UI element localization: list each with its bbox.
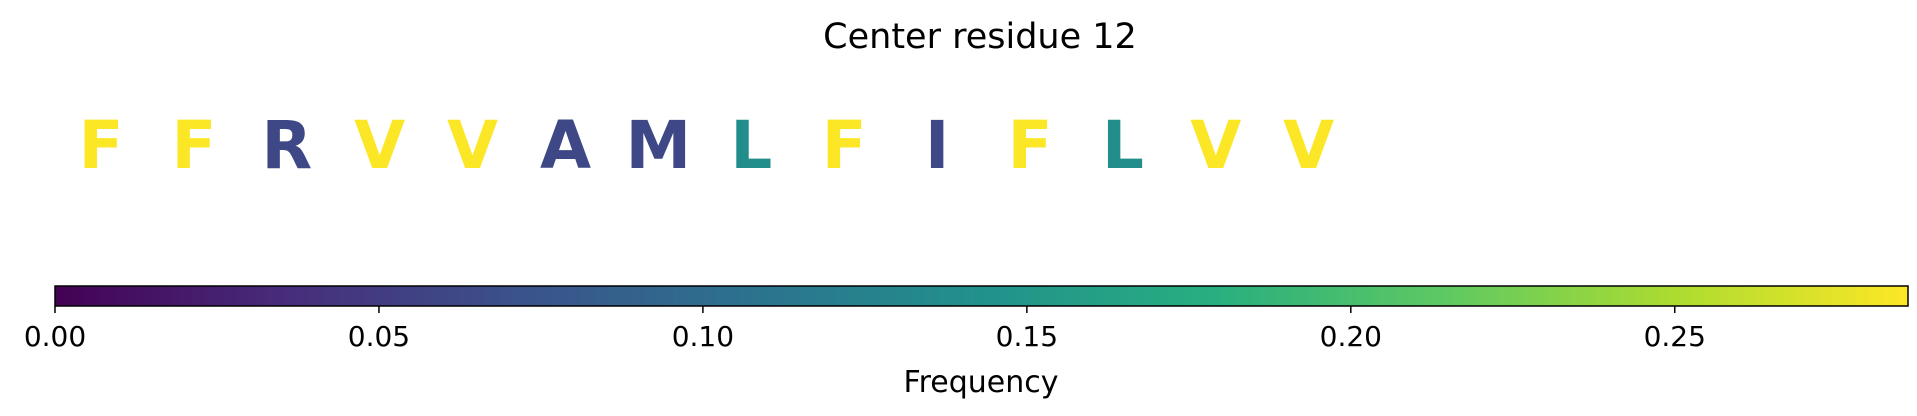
residue-letter: I bbox=[925, 107, 950, 184]
colorbar-tick-label: 0.05 bbox=[348, 320, 410, 353]
residue-letter: V bbox=[1283, 107, 1334, 184]
residue-letter: L bbox=[1102, 107, 1144, 184]
colorbar-label: Frequency bbox=[904, 365, 1059, 400]
colorbar-tick-label: 0.20 bbox=[1320, 320, 1382, 353]
residue-letter: M bbox=[626, 107, 692, 184]
chart-title: Center residue 12 bbox=[823, 17, 1137, 57]
colorbar-gradient bbox=[54, 285, 1909, 307]
residue-letter: A bbox=[540, 107, 591, 184]
residue-letter: V bbox=[354, 107, 405, 184]
colorbar-tick-label: 0.10 bbox=[672, 320, 734, 353]
colorbar-ticks: 0.00 0.05 0.10 0.15 0.20 0.25 bbox=[24, 306, 1706, 353]
colorbar: 0.00 0.05 0.10 0.15 0.20 0.25 bbox=[24, 285, 1909, 353]
colorbar-tick-label: 0.00 bbox=[24, 320, 86, 353]
residue-letter: F bbox=[1007, 107, 1052, 184]
colorbar-tick-label: 0.25 bbox=[1644, 320, 1706, 353]
residue-letter: L bbox=[730, 107, 772, 184]
residue-letter: F bbox=[822, 107, 867, 184]
residue-letter: R bbox=[261, 107, 312, 184]
residue-letter: F bbox=[78, 107, 123, 184]
residue-letter: V bbox=[1190, 107, 1241, 184]
colorbar-tick-label: 0.15 bbox=[996, 320, 1058, 353]
residue-letter: V bbox=[447, 107, 498, 184]
residue-letter: F bbox=[171, 107, 216, 184]
